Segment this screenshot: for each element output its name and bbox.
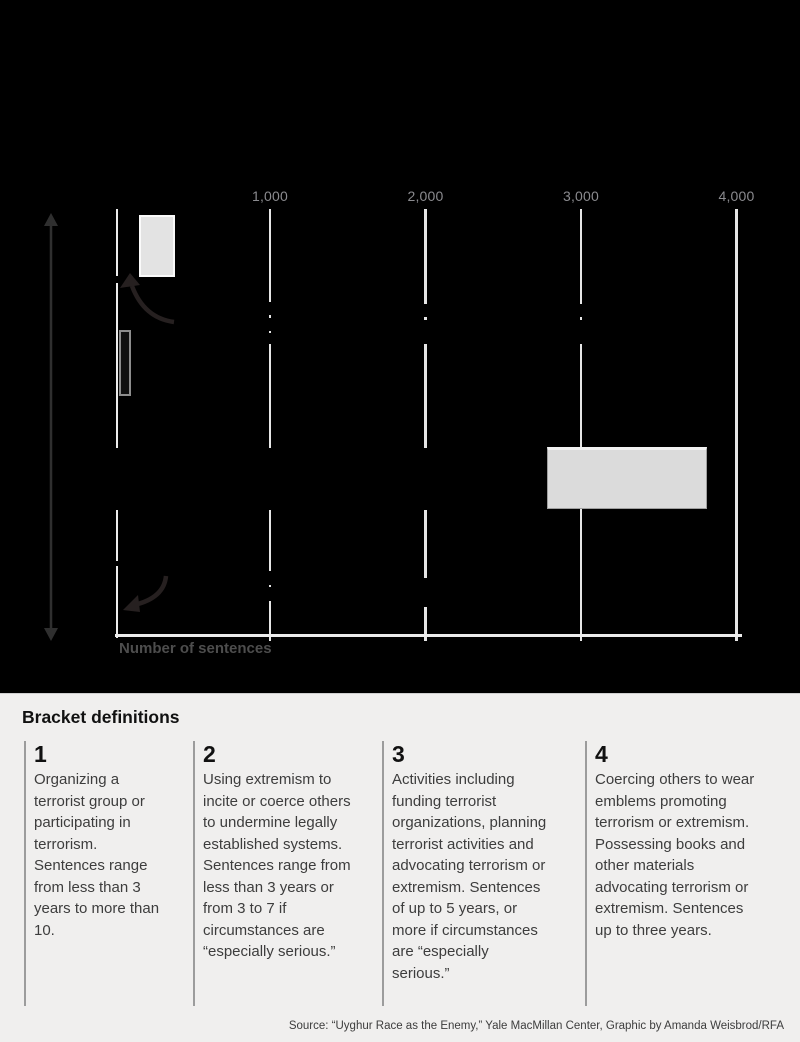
- bracket-text: Coercing others to wear emblems promotin…: [595, 771, 755, 939]
- gridline-gap: [423, 578, 428, 607]
- chart-area: 1,000 2,000 3,000 4,000: [0, 0, 800, 693]
- bracket-text: Organizing a terrorist group or particip…: [34, 771, 160, 939]
- x-tick-3000: 3,000: [562, 188, 600, 204]
- gridline-2000: [424, 209, 427, 641]
- y-axis-line: [115, 209, 118, 638]
- wide-label-box: [547, 447, 707, 509]
- curved-arrow-icon: [123, 575, 169, 612]
- gridline-gap: [423, 304, 428, 317]
- bracket-text: Activities including funding terrorist o…: [392, 771, 547, 982]
- source-credit: Source: “Uyghur Race as the Enemy,” Yale…: [288, 1020, 784, 1032]
- gridline-gap: [267, 302, 273, 315]
- x-tick-2000: 2,000: [407, 188, 444, 204]
- gridline-gap: [578, 304, 584, 317]
- bracket-item-3: 3 Activities including funding terrorist…: [382, 741, 549, 1006]
- gridline-gap: [114, 276, 120, 283]
- gridline-gap: [267, 448, 273, 510]
- gridline-gap: [114, 448, 120, 510]
- bracket-text: Using extremism to incite or coerce othe…: [203, 771, 351, 960]
- gridline-gap: [423, 448, 428, 510]
- thin-bar: [119, 330, 131, 396]
- bracket-number: 2: [203, 741, 216, 767]
- bracket-item-2: 2 Using extremism to incite or coerce ot…: [193, 741, 351, 1006]
- up-down-arrow-icon: [44, 213, 58, 641]
- bracket-number: 1: [34, 741, 47, 767]
- bracket-item-4: 4 Coercing others to wear emblems promot…: [585, 741, 762, 1006]
- gridline-4000: [735, 209, 738, 641]
- gridline-gap: [267, 587, 273, 601]
- bracket-number: 4: [595, 741, 608, 767]
- bracket-number: 3: [392, 741, 405, 767]
- x-axis-label: Number of sentences: [119, 640, 272, 657]
- gridline-gap: [423, 320, 428, 344]
- gridline-1000: [268, 209, 271, 641]
- gridline-gap: [578, 320, 584, 344]
- x-tick-1000: 1,000: [251, 188, 289, 204]
- gridline-3000: [579, 209, 582, 641]
- panel-heading: Bracket definitions: [22, 707, 180, 727]
- gridline-gap: [114, 561, 120, 566]
- bracket-definitions-panel: Bracket definitions 1 Organizing a terro…: [0, 693, 800, 1042]
- gridline-gap: [267, 318, 273, 331]
- x-tick-4000: 4,000: [718, 188, 755, 204]
- curved-arrow-icon: [120, 273, 175, 325]
- small-box: [139, 215, 175, 277]
- gridline-gap: [267, 333, 273, 344]
- x-axis-line: [115, 634, 742, 637]
- bracket-item-1: 1 Organizing a terrorist group or partic…: [24, 741, 166, 1006]
- gridline-gap: [267, 571, 273, 585]
